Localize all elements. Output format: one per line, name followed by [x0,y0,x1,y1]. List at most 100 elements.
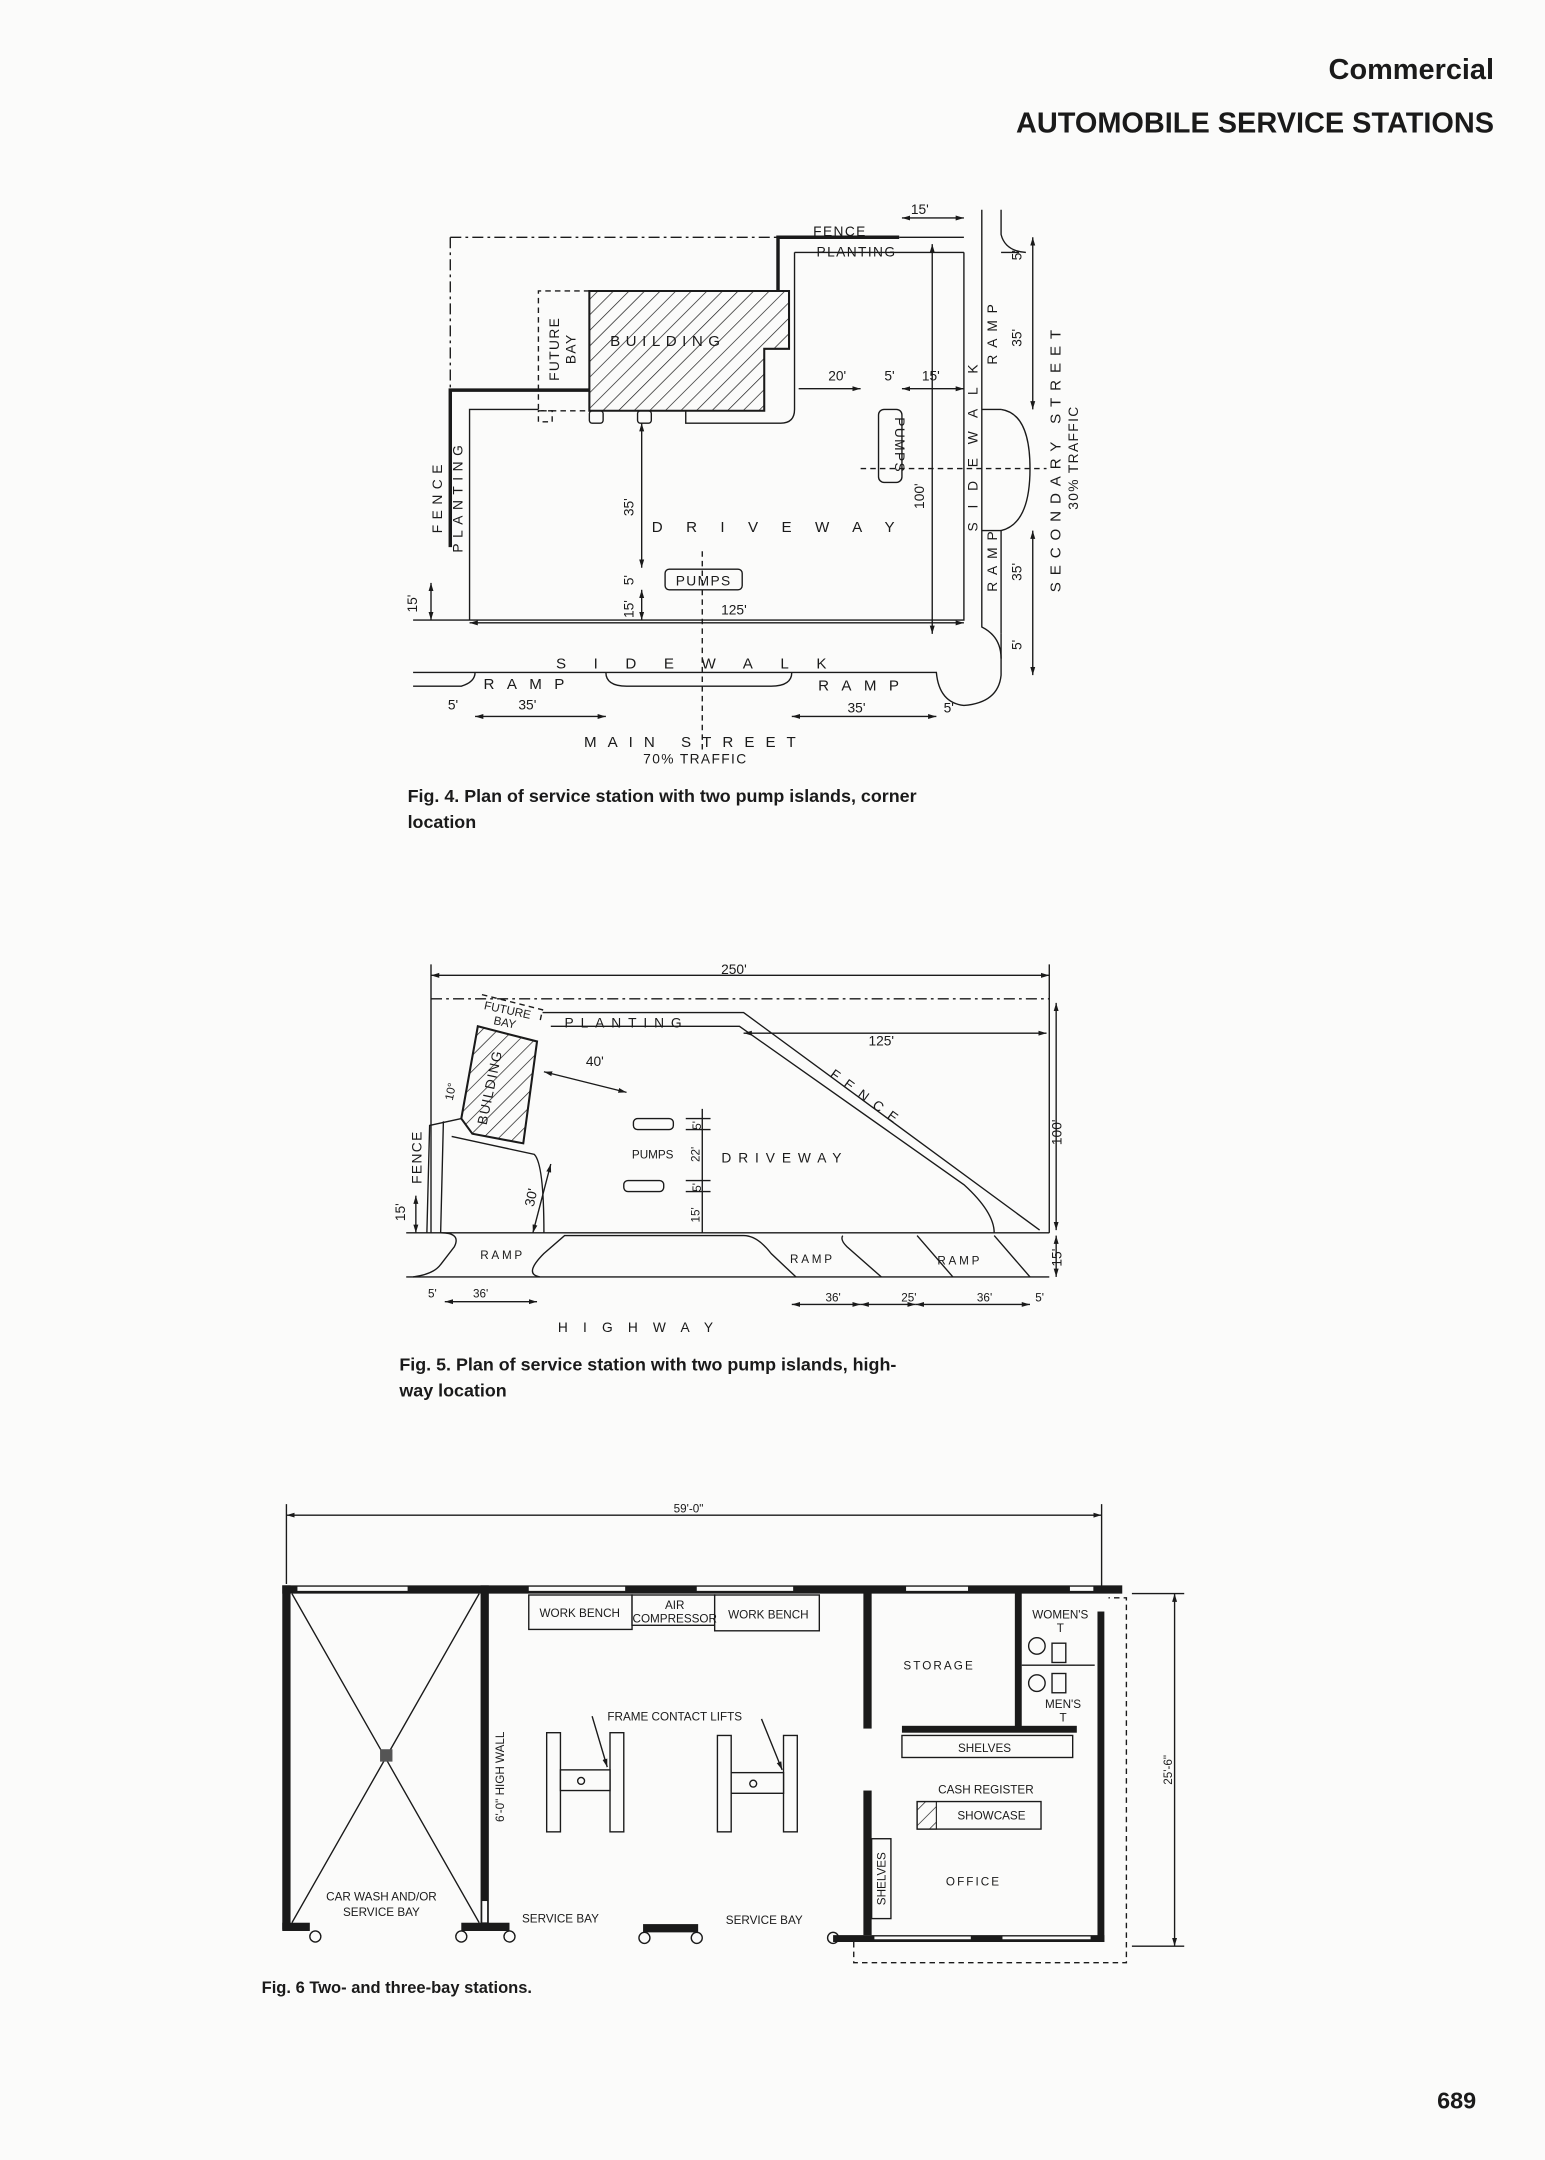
figure-4-caption-line1: Fig. 4. Plan of service station with two… [408,786,917,806]
label-service-bay-2: SERVICE BAY [726,1914,803,1927]
label-showcase: SHOWCASE [957,1809,1025,1822]
label-ramp-3: RAMP [937,1255,982,1268]
label-work-bench-2: WORK BENCH [728,1608,809,1621]
shelves-2 [870,1838,892,1920]
dim-15-right: 15' [1050,1249,1065,1267]
dim-36-a: 36' [473,1288,488,1301]
dim-100: 100' [912,483,927,509]
dim-10-degrees: 10° [443,1082,459,1102]
label-car-wash-1: CAR WASH AND/OR [326,1891,437,1904]
dim-35-vertical: 35' [621,498,636,516]
label-secondary-street: SECONDARY STREET [1047,323,1064,592]
label-fence-left: FENCE [409,1130,424,1184]
label-air: AIR [665,1599,684,1612]
dim-width: 59'-0" [674,1502,704,1515]
label-womens: WOMEN'S [1032,1608,1088,1621]
dim-35-right-top: 35' [1010,329,1025,347]
label-shelves-1: SHELVES [958,1742,1011,1755]
label-frame-contact-lifts: FRAME CONTACT LIFTS [607,1710,742,1723]
dim-5-bottom-left: 5' [448,698,458,713]
dim-5-right-top: 5' [1010,250,1025,260]
shelves-1 [901,1734,1074,1759]
dim-125: 125' [868,1034,894,1049]
dim-5-pump-2: 5' [691,1183,704,1192]
label-storage: STORAGE [903,1659,974,1672]
work-bench-1 [528,1594,633,1631]
dim-5-bottom-right: 5' [944,700,954,715]
cash-register-icon [916,1801,937,1830]
label-shelves-2: SHELVES [875,1852,888,1905]
label-pumps: PUMPS [632,1148,674,1161]
label-bay: BAY [492,1014,517,1031]
pump-island-2 [623,1179,665,1193]
label-fence-slope: FENCE [827,1066,907,1130]
dim-15-left: 15' [393,1203,408,1221]
label-work-bench-1: WORK BENCH [539,1607,620,1620]
figure-5-plan: FUTURE BAY PLANTING BUILDING FENCE FENCE… [393,962,1065,1335]
dim-5-bottom-left: 5' [428,1288,437,1301]
label-cash-register: CASH REGISTER [938,1783,1033,1796]
dim-30: 30' [522,1187,540,1208]
label-compressor: COMPRESSOR [633,1613,717,1626]
pump-island-right [877,408,903,484]
label-sidewalk: SIDEWALK [556,655,854,672]
dim-22: 22' [690,1147,703,1162]
dim-36-b: 36' [825,1292,840,1305]
figure-5-caption-line2: way location [398,1381,506,1401]
dim-20: 20' [828,368,846,383]
label-bay: BAY [564,333,579,364]
toilet-womens-icon [1027,1636,1046,1655]
figure-4-plan: FENCE PLANTING BUILDING FUTURE BAY FENCE… [405,202,1081,766]
dim-15-vertical: 15' [621,600,636,618]
label-fence-top: FENCE [813,224,867,239]
label-pumps-right: PUMPS [892,417,907,473]
dim-5-vertical: 5' [621,575,636,585]
dim-100: 100' [1050,1120,1065,1146]
section-heading: Commercial [1329,54,1494,86]
label-ramp-secondary-top: RAMP [985,297,1000,364]
dim-5-pump-1: 5' [691,1121,704,1130]
toilet-mens-icon [1027,1674,1046,1693]
label-highway: HIGHWAY [558,1320,728,1335]
label-secondary-traffic: 30% TRAFFIC [1066,405,1081,509]
label-planting-top: PLANTING [817,245,897,260]
label-future: FUTURE [547,317,562,381]
label-ramp-2: RAMP [790,1253,835,1266]
dim-40: 40' [586,1054,604,1069]
label-ramp-secondary-bottom: RAMP [985,524,1000,591]
air-compressor [631,1594,716,1626]
label-high-wall: 6'-0" HIGH WALL [494,1731,507,1822]
dim-35-right-bottom: 35' [1010,563,1025,581]
label-car-wash-2: SERVICE BAY [343,1906,420,1919]
label-building: BUILDING [610,333,726,350]
figure-5-caption-line1: Fig. 5. Plan of service station with two… [399,1355,896,1375]
frame-contact-lift-2 [716,1734,798,1833]
dim-35-bottom-right: 35' [848,700,866,715]
dim-35-bottom-left: 35' [518,698,536,713]
dim-125: 125' [721,603,747,618]
figure-6-plan: 59'-0" WORK BENCH AIR COMPRESSOR [282,1502,1185,1964]
label-pumps-bottom: PUMPS [676,574,732,589]
building-hatched [460,1025,539,1145]
label-main-street: MAIN STREET [584,734,807,751]
label-mens: MEN'S [1045,1698,1081,1711]
label-ramp-left: RAMP [484,676,577,693]
dim-5-bottom-right: 5' [1035,1292,1044,1305]
label-service-bay-1: SERVICE BAY [522,1913,599,1926]
frame-contact-lift-1 [545,1732,625,1833]
pump-island-bottom [664,568,743,591]
label-fence-left: FENCE [430,459,445,533]
label-office: OFFICE [946,1876,1001,1889]
label-driveway: DRIVEWAY [652,519,918,536]
label-planting-left: PLANTING [451,440,466,553]
dim-36-c: 36' [977,1292,992,1305]
dim-5-right-bottom: 5' [1010,640,1025,650]
label-main-traffic: 70% TRAFFIC [643,751,747,766]
pump-island-1 [632,1117,675,1131]
dim-15: 15' [922,368,940,383]
label-driveway: DRIVEWAY [721,1151,848,1166]
dim-250: 250' [721,962,747,977]
drain-icon [380,1749,393,1762]
